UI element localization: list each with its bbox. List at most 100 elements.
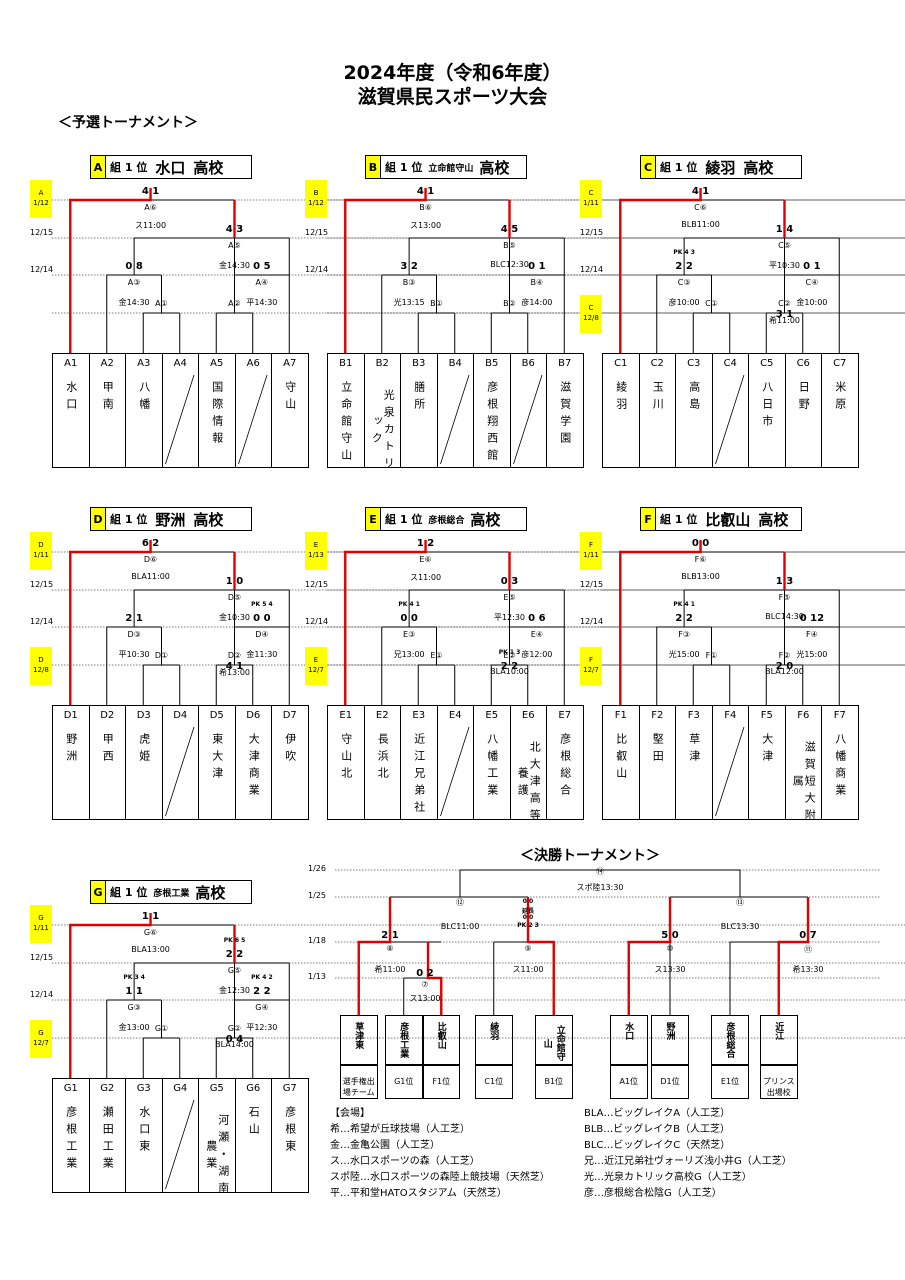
kumi-text: 組 — [110, 513, 121, 526]
legend-item: BLB…ビッグレイクB（人工芝） — [584, 1124, 730, 1135]
group-letter: E — [366, 508, 381, 530]
match-venue: ス13:00 — [410, 221, 442, 230]
winner-name: 立命館守山 — [428, 163, 474, 174]
winner-path — [69, 188, 152, 353]
match-venue: 希11:00 — [768, 316, 801, 325]
final-team-seed: F1位 — [422, 1065, 460, 1099]
kumi-label: 組 1 位 — [656, 159, 701, 175]
schedule-date: 12/7 — [583, 666, 599, 674]
match-score: 6 2 — [141, 538, 160, 549]
team-id: D4 — [173, 710, 188, 721]
match-score: 0 1 — [803, 261, 821, 272]
team-name: 膳所 — [412, 381, 426, 415]
team-id: C5 — [760, 358, 774, 369]
match-label: E② — [503, 651, 516, 660]
date-label: 12/14 — [305, 265, 329, 274]
team-cell: G4 — [161, 1078, 199, 1193]
match-score: 0 8 — [125, 261, 143, 272]
match-score: 2 2 — [675, 261, 693, 272]
winner-suffix: 高校 — [193, 510, 224, 529]
legend-item: BLC…ビッグレイクC（天然芝） — [584, 1140, 731, 1151]
final-match-score: 0 2 — [416, 968, 434, 979]
final-team-seed: A1位 — [610, 1065, 648, 1099]
bye-slash — [715, 374, 745, 465]
team-name: 北大津高等養護 — [516, 741, 542, 826]
schedule-date: 1/11 — [33, 551, 49, 559]
team-id: E1 — [339, 710, 353, 721]
match-label: D⑥ — [143, 555, 158, 564]
match-label: E① — [430, 651, 443, 660]
match-venue: 金12:30 — [218, 986, 251, 995]
match-score: 2 2 — [225, 949, 244, 960]
match-venue: BLA13:00 — [131, 945, 170, 954]
schedule-date: 12/8 — [33, 666, 49, 674]
final-team-name: 彦根工業 — [398, 1022, 409, 1058]
team-name: 彦根工業 — [64, 1106, 78, 1174]
final-match-score: 0 0 — [522, 898, 534, 905]
team-name: 石山 — [247, 1106, 261, 1140]
final-match-venue: ス13:00 — [409, 994, 441, 1003]
match-venue: BLB13:00 — [681, 572, 720, 581]
match-label: G④ — [255, 1003, 269, 1012]
schedule-date: 1/11 — [583, 551, 599, 559]
match-score: 0 12 — [799, 613, 825, 624]
match-venue: BLA14:00 — [215, 1040, 254, 1049]
match-venue: 金14:30 — [218, 261, 251, 270]
match-score: 1 3 — [775, 576, 794, 587]
team-cell: A6 — [234, 353, 272, 468]
date-label: 12/15 — [305, 228, 329, 237]
kumi-text: 組 — [660, 161, 671, 174]
team-id: F5 — [760, 710, 773, 721]
final-section-title: ＜決勝トーナメント＞ — [520, 848, 660, 864]
final-team-cell: 彦根工業 — [385, 1015, 423, 1065]
team-name: 滋賀学園 — [558, 381, 572, 449]
group-letter: G — [91, 881, 106, 903]
group-letter: F — [641, 508, 656, 530]
final-team-name: 近江 — [773, 1022, 784, 1040]
team-name: 長浜北 — [376, 733, 390, 784]
match-label: B③ — [402, 278, 416, 287]
legend-item: 彦…彦根総合松陰G（人工芝） — [584, 1188, 722, 1199]
final-date-label: 1/18 — [308, 936, 326, 945]
bye-slash — [440, 374, 470, 465]
team-name: 守山 — [283, 381, 297, 415]
match-venue: 彦14:00 — [521, 298, 553, 307]
final-match-venue: ス11:00 — [512, 965, 544, 974]
kumi-label: 組 1 位 — [656, 511, 701, 527]
match-score: 4 1 — [141, 186, 160, 197]
prelim-section-title: ＜予選トーナメント＞ — [58, 115, 198, 131]
match-venue: BLC12:30 — [490, 260, 529, 269]
winner-path — [777, 897, 810, 1015]
match-label: G① — [154, 1024, 169, 1033]
final-extra-time: 延長 — [521, 908, 535, 915]
match-label: F② — [778, 651, 791, 660]
group-letter: D — [91, 508, 106, 530]
team-id: C4 — [723, 358, 737, 369]
winner-path — [619, 540, 702, 705]
match-venue: 金10:00 — [796, 298, 828, 307]
match-label: B④ — [530, 278, 544, 287]
bye-slash — [513, 374, 543, 465]
match-score: 4 5 — [500, 224, 519, 235]
team-id: G2 — [100, 1083, 115, 1094]
team-id: D3 — [136, 710, 151, 721]
match-label: A③ — [127, 278, 141, 287]
team-id: A4 — [173, 358, 187, 369]
match-score: 0 5 — [253, 261, 271, 272]
final-match-score: 0 0 — [522, 914, 534, 921]
final-match-venue: BLC13:30 — [720, 922, 760, 931]
winner-suffix: 高校 — [743, 158, 774, 177]
match-score: 1 0 — [225, 576, 244, 587]
match-label: E⑥ — [419, 555, 432, 564]
